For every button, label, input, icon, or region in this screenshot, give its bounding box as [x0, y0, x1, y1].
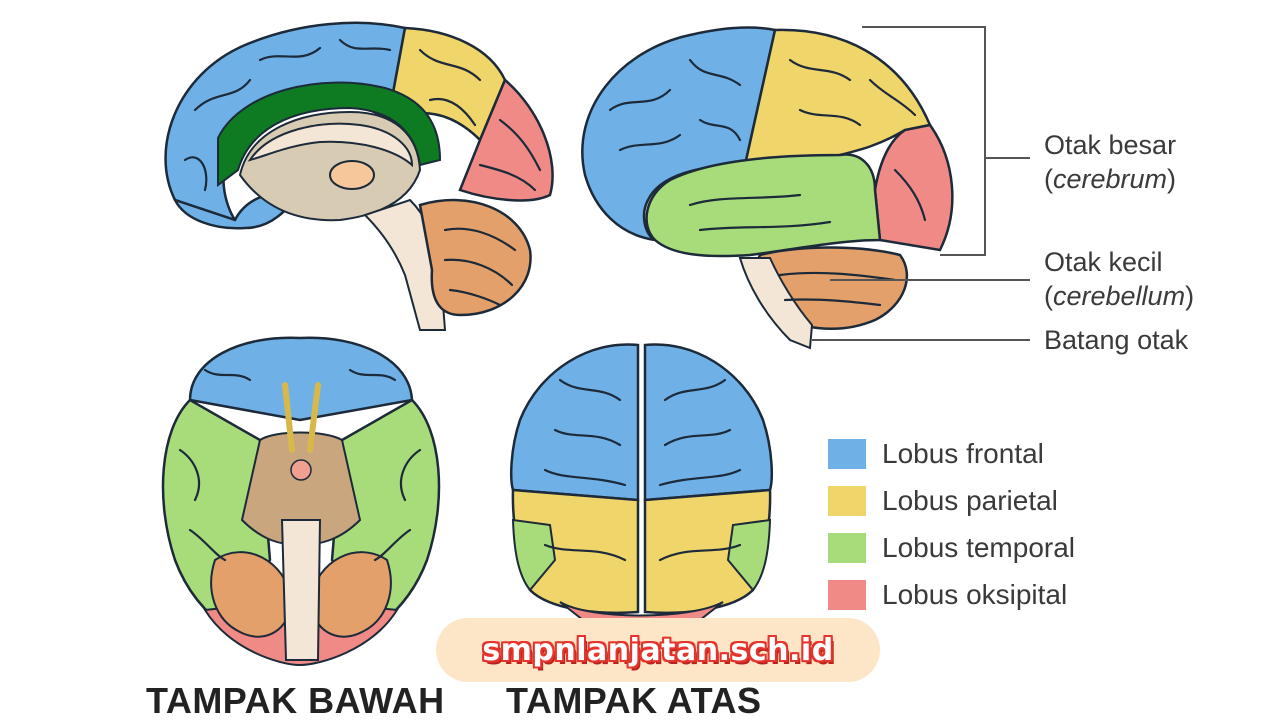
olfactory-tracts — [282, 382, 321, 453]
watermark-text: smpnlanjatan.sch.id — [482, 632, 834, 668]
lateral-brainstem — [738, 257, 814, 350]
view-title-bottom: TAMPAK BAWAH — [146, 680, 445, 721]
superior-frontal-right — [643, 343, 773, 502]
watermark-badge[interactable]: smpnlanjatan.sch.id — [436, 618, 880, 682]
inferior-view-brain — [161, 336, 441, 667]
superior-occipital — [559, 601, 724, 621]
cerebrum-latin: cerebrum — [1053, 164, 1168, 194]
inferior-center — [240, 431, 362, 547]
superior-temporal-right — [726, 518, 772, 592]
superior-view-brain — [510, 343, 773, 621]
inferior-cerebellum-right — [308, 551, 392, 638]
legend-label-parietal: Lobus parietal — [882, 484, 1058, 516]
lobe-legend: Lobus frontal Lobus parietal Lobus tempo… — [828, 430, 1075, 618]
cerebellum-latin: cerebellum — [1053, 281, 1186, 311]
superior-frontal-left — [510, 343, 640, 502]
legend-swatch-temporal — [828, 532, 866, 563]
cerebellum-latin-line: (cerebellum) — [1044, 281, 1195, 311]
legend-label-temporal: Lobus temporal — [882, 531, 1076, 563]
lateral-occipital-lobe — [873, 123, 954, 252]
inferior-frontal-lobe — [188, 336, 414, 422]
thalamus — [329, 160, 375, 190]
corpus-callosum — [247, 122, 414, 168]
legend-item-frontal: Lobus frontal — [828, 430, 1075, 477]
inferior-brainstem — [280, 519, 322, 661]
cerebrum-label: Otak besar (cerebrum) — [1044, 128, 1176, 196]
medial-cerebellum — [418, 198, 532, 317]
brainstem-label: Batang otak — [1044, 325, 1189, 355]
inferior-cerebellum-left — [210, 551, 294, 638]
legend-item-occipital: Lobus oksipital — [828, 571, 1075, 618]
legend-swatch-frontal — [828, 438, 866, 469]
pituitary — [290, 459, 312, 481]
cerebellum-label: Otak kecil (cerebellum) — [1044, 245, 1194, 313]
cerebrum-latin-line: (cerebrum) — [1044, 164, 1177, 194]
lateral-temporal-lobe — [645, 153, 882, 258]
medial-view-brain — [164, 21, 554, 331]
legend-item-parietal: Lobus parietal — [828, 477, 1075, 524]
lateral-parietal-lobe — [743, 28, 932, 167]
lateral-view-brain — [581, 26, 954, 350]
legend-item-temporal: Lobus temporal — [828, 524, 1075, 571]
cerebrum-bracket — [862, 26, 986, 256]
cerebellum-name: Otak kecil — [1044, 247, 1163, 277]
limbic-cingulate — [217, 81, 442, 187]
legend-label-frontal: Lobus frontal — [882, 437, 1044, 469]
legend-label-occipital: Lobus oksipital — [882, 578, 1068, 610]
cerebrum-name: Otak besar — [1044, 130, 1177, 160]
legend-swatch-parietal — [828, 485, 866, 516]
legend-swatch-occipital — [828, 579, 866, 610]
superior-temporal-left — [511, 518, 557, 592]
label-leaders — [812, 26, 1030, 341]
medial-occipital-lobe — [458, 77, 554, 202]
view-title-top: TAMPAK ATAS — [506, 680, 762, 721]
